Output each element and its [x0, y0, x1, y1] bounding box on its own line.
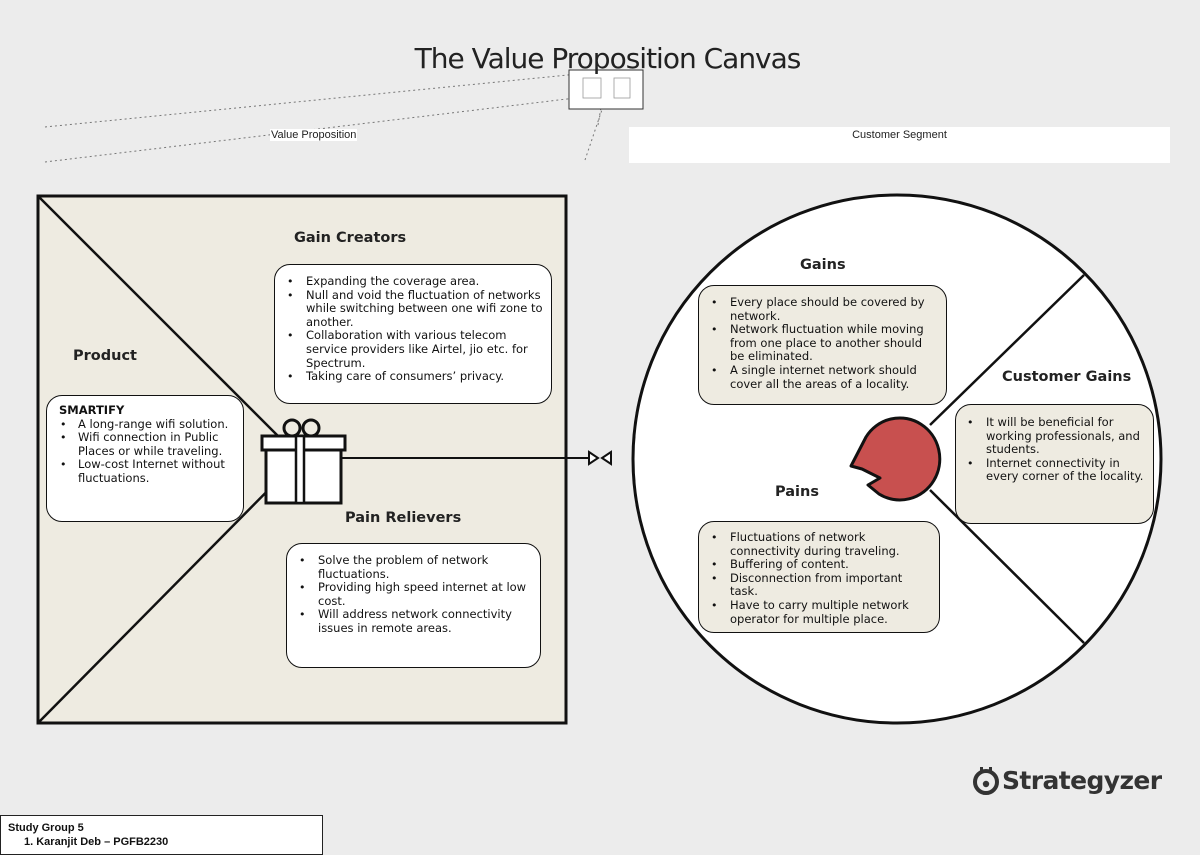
value-map-diagonal-top [37, 195, 301, 459]
list-item: Expanding the coverage area. [283, 274, 543, 289]
list-item: Wifi connection in Public Places or whil… [59, 430, 233, 458]
header-mini-icon [568, 69, 644, 110]
customer-gains-box: It will be beneficial for working profes… [955, 404, 1154, 524]
list-item: Fluctuations of network connectivity dur… [707, 530, 933, 558]
gift-icon [260, 418, 347, 505]
list-item: Buffering of content. [707, 558, 933, 572]
list-item: A long-range wifi solution. [59, 417, 233, 432]
list-item: Disconnection from important task. [707, 571, 933, 599]
gains-title: Gains [800, 257, 846, 273]
customer-divider-upper [929, 274, 1085, 426]
gain-creators-list: Expanding the coverage area. Null and vo… [283, 274, 543, 384]
customer-gains-list: It will be beneficial for working profes… [963, 415, 1147, 484]
product-list: A long-range wifi solution. Wifi connect… [59, 417, 233, 486]
pain-relievers-list: Solve the problem of network fluctuation… [295, 553, 532, 636]
list-item: Collaboration with various telecom servi… [283, 329, 543, 370]
strategyzer-logo-icon [973, 767, 999, 795]
list-item: Every place should be covered by network… [707, 295, 940, 323]
list-item: Network fluctuation while moving from on… [707, 322, 940, 364]
page-title: The Value Proposition Canvas [414, 42, 802, 75]
customer-gains-title: Customer Gains [1002, 369, 1132, 385]
pain-relievers-box: Solve the problem of network fluctuation… [286, 543, 541, 668]
list-item: A single internet network should cover a… [707, 363, 940, 391]
pains-title: Pains [775, 484, 819, 500]
list-item: It will be beneficial for working profes… [963, 415, 1147, 457]
list-item: Low-cost Internet without fluctuations. [59, 458, 233, 485]
study-group-box: Study Group 5 1. Karanjit Deb – PGFB2230 [0, 815, 323, 855]
gains-list: Every place should be covered by network… [707, 295, 940, 391]
pains-box: Fluctuations of network connectivity dur… [698, 521, 940, 633]
product-box: SMARTIFY A long-range wifi solution. Wif… [46, 395, 244, 522]
list-item: Null and void the fluctuation of network… [283, 288, 543, 330]
list-item: Providing high speed internet at low cos… [295, 580, 532, 608]
value-map-diagonal-bottom [37, 457, 301, 724]
list-item: Have to carry multiple network operator … [707, 598, 933, 626]
customer-segment-field: Customer Segment [629, 127, 1170, 163]
customer-divider-lower [929, 489, 1085, 644]
value-proposition-label: Value Proposition [270, 129, 358, 141]
gains-box: Every place should be covered by network… [698, 285, 947, 405]
pains-list: Fluctuations of network connectivity dur… [707, 530, 933, 626]
list-item: Solve the problem of network fluctuation… [295, 553, 532, 581]
customer-segment-label: Customer Segment [852, 129, 947, 141]
pain-relievers-title: Pain Relievers [345, 510, 462, 526]
dashed-connector-lines [44, 71, 613, 163]
gain-creators-box: Expanding the coverage area. Null and vo… [274, 264, 552, 404]
fit-arrow-head-left [600, 450, 612, 466]
list-item: Will address network connectivity issues… [295, 608, 532, 635]
strategyzer-logo-text: Strategyzer [1002, 766, 1162, 795]
list-item: Taking care of consumers’ privacy. [283, 370, 543, 384]
fit-arrow-head-right [588, 450, 600, 466]
gain-creators-title: Gain Creators [294, 230, 407, 246]
study-group-title: Study Group 5 [8, 822, 84, 834]
product-name: SMARTIFY [59, 403, 125, 417]
list-item: Internet connectivity in every corner of… [963, 456, 1147, 484]
study-group-member: 1. Karanjit Deb – PGFB2230 [24, 836, 169, 848]
customer-face-icon [849, 416, 942, 502]
product-title: Product [73, 348, 137, 364]
